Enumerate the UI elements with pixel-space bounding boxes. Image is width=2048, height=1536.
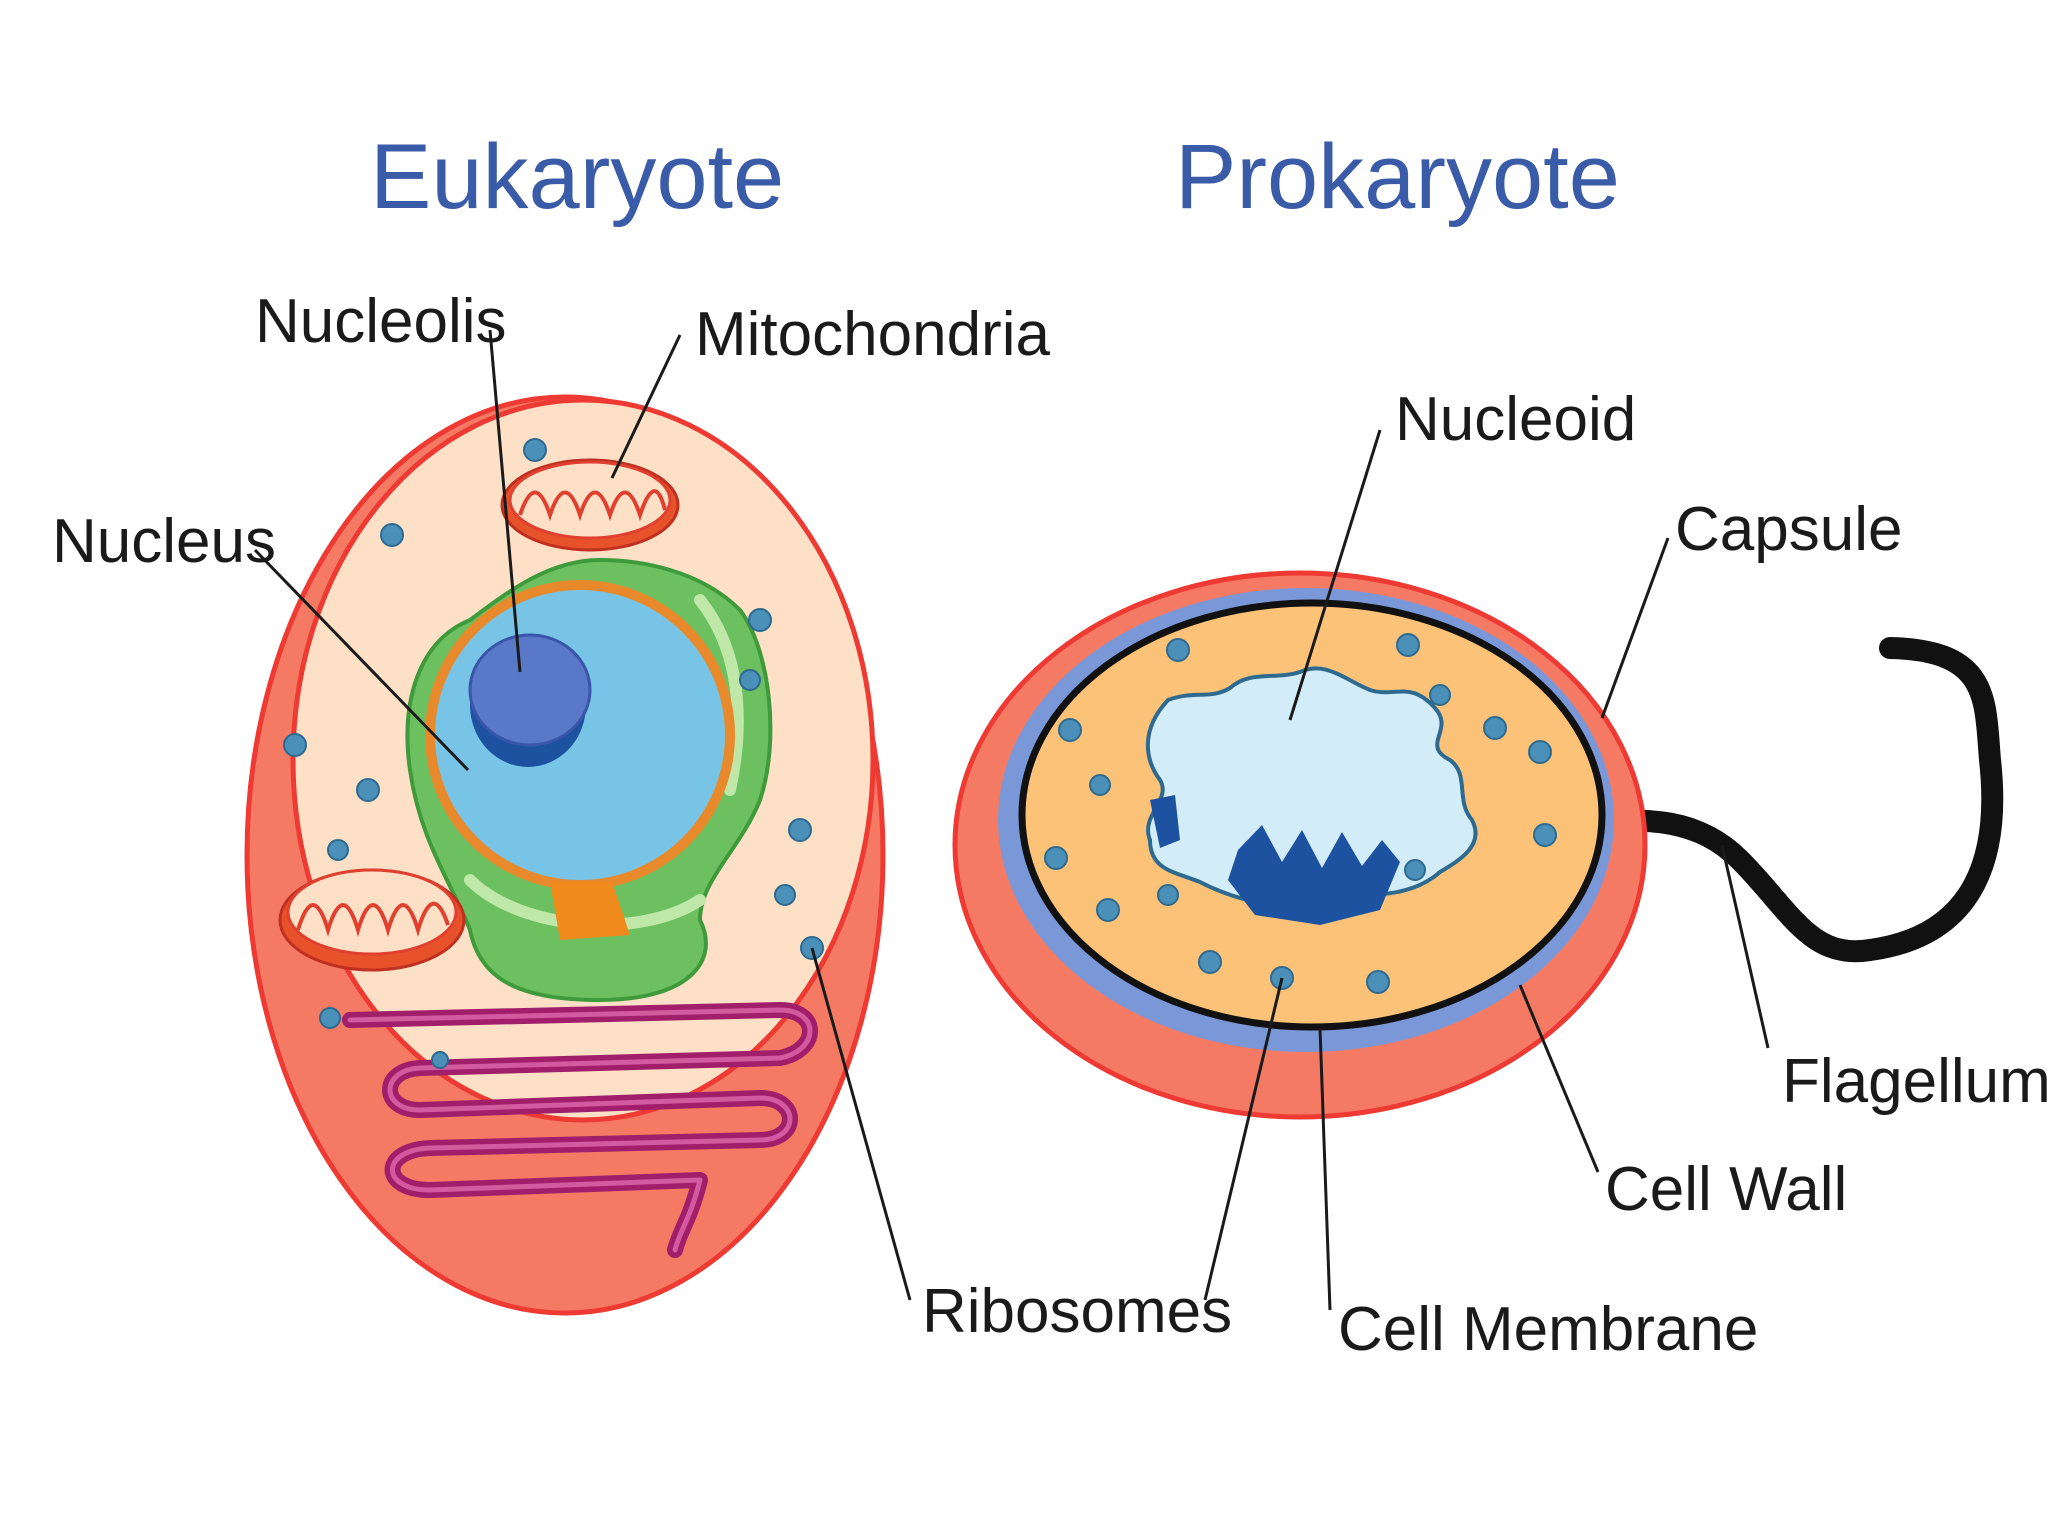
leader-capsule: [1600, 537, 1670, 719]
label-capsule: Capsule: [1675, 495, 1902, 564]
label-flagellum: Flagellum: [1782, 1047, 2048, 1116]
nuclear-pore: [550, 882, 630, 940]
leader-cell-wall: [1518, 984, 1600, 1173]
leader-nucleoid: [1288, 429, 1382, 721]
flagellum: [1564, 637, 2004, 963]
leader-ribosomes-pro: [1203, 977, 1284, 1301]
label-cell-wall: Cell Wall: [1605, 1155, 1847, 1224]
eukaryote-cell: [244, 394, 886, 1316]
leader-nucleus: [253, 548, 470, 772]
leader-mitochondria: [610, 334, 682, 479]
prokaryote-cell: [952, 570, 2004, 1120]
mitochondrion-top: [500, 458, 680, 552]
label-nucleolis: Nucleolis: [255, 287, 507, 356]
leader-lines: [253, 329, 1770, 1311]
label-cell-membrane: Cell Membrane: [1338, 1295, 1758, 1364]
nucleoid-dna: [1228, 825, 1400, 925]
eukaryote-ribosomes: [283, 438, 824, 1069]
label-ribosomes: Ribosomes: [922, 1277, 1232, 1346]
title-eukaryote: Eukaryote: [370, 126, 784, 228]
prokaryote-ribosomes: [1044, 633, 1557, 994]
title-prokaryote: Prokaryote: [1175, 126, 1620, 228]
nucleoid: [1145, 666, 1478, 911]
titles: Eukaryote Prokaryote: [370, 126, 1620, 228]
leader-ribosomes-euk: [810, 947, 912, 1301]
nucleus: [425, 580, 735, 890]
golgi-apparatus-inner: [347, 1007, 813, 1253]
leader-cell-membrane: [1318, 1027, 1332, 1311]
label-nucleus: Nucleus: [52, 507, 276, 576]
leader-nucleolis: [488, 329, 522, 673]
label-mitochondria: Mitochondria: [695, 300, 1050, 369]
leader-flagellum: [1720, 844, 1770, 1049]
label-nucleoid: Nucleoid: [1395, 385, 1636, 454]
mitochondrion-left: [278, 868, 466, 972]
nucleoid-dna-left: [1150, 795, 1180, 848]
labels: Nucleolis Mitochondria Nucleus Ribosomes…: [52, 287, 2048, 1364]
nucleolus: [468, 633, 592, 747]
